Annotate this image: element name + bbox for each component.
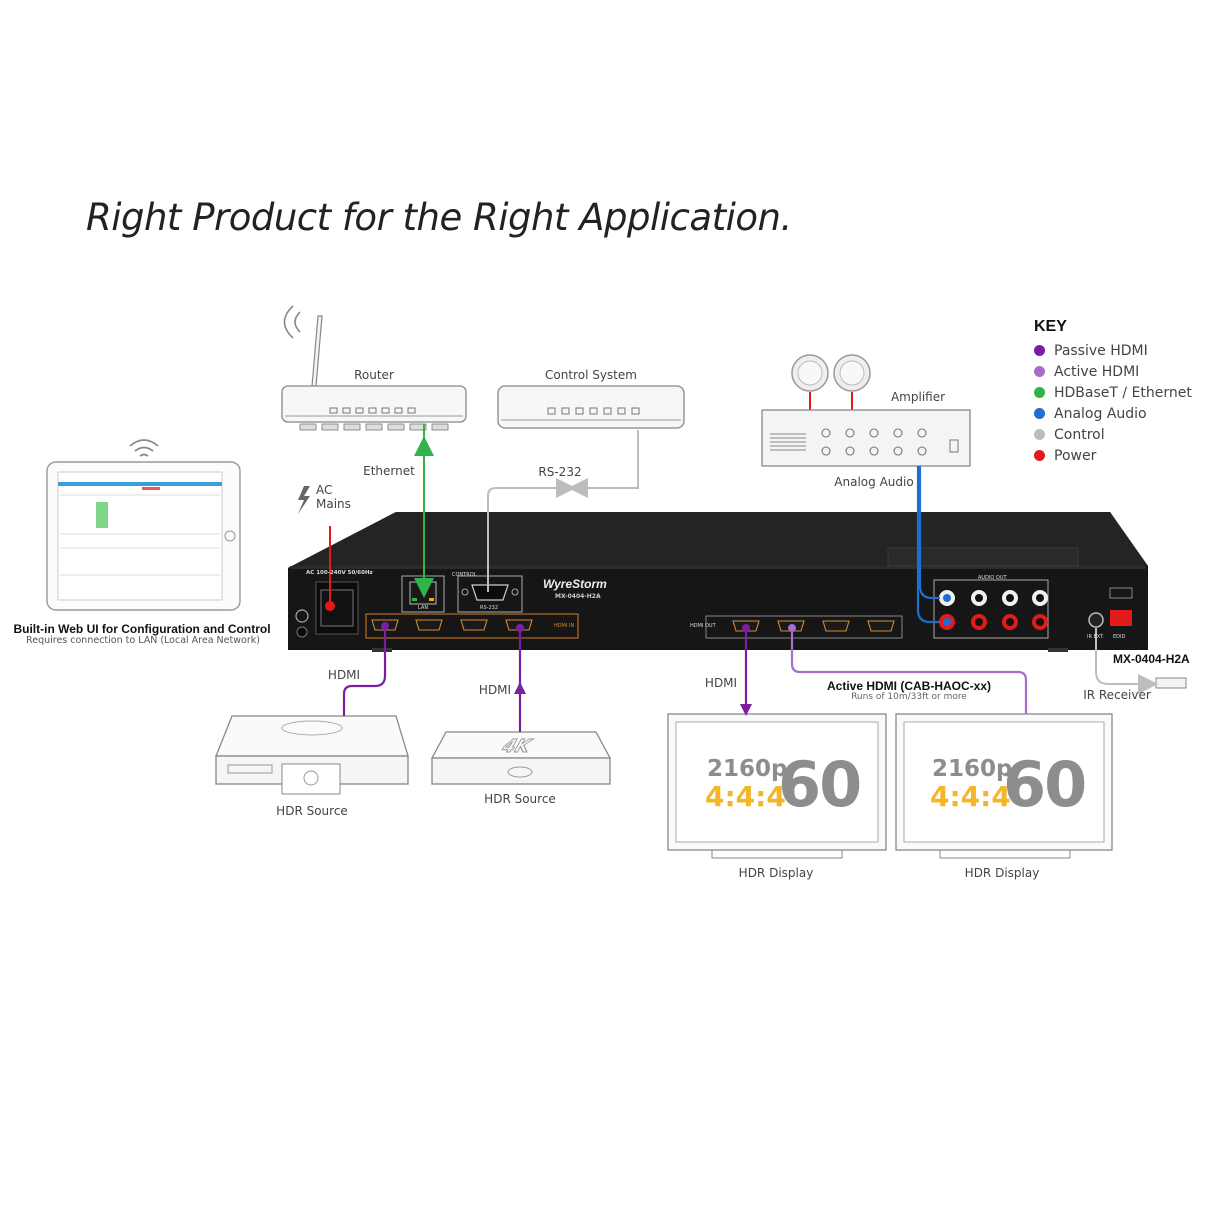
- wifi-icon: [129, 439, 159, 457]
- hdmi-in-2-label: HDMI: [478, 683, 512, 697]
- hdr-source-1-device: [215, 715, 409, 795]
- display-2-framerate: 60: [1003, 748, 1087, 821]
- key-heading: KEY: [1034, 318, 1067, 335]
- hdr-display-1-label: HDR Display: [738, 866, 814, 880]
- display-1-chroma: 4:4:4: [705, 780, 786, 813]
- control-system-label: Control System: [545, 368, 637, 382]
- hdmi-out-label: HDMI: [704, 676, 738, 690]
- active-hdmi-cable: [790, 628, 1028, 714]
- key-item-active-hdmi: Active HDMI: [1034, 364, 1139, 380]
- display-2-chroma: 4:4:4: [930, 780, 1011, 813]
- display-1-framerate: 60: [778, 748, 862, 821]
- control-print: CONTROL: [452, 572, 477, 578]
- key-dot-icon: [1034, 408, 1045, 419]
- hdr-source-1-label: HDR Source: [276, 804, 348, 818]
- power-print: AC 100-240V 50/60Hz: [306, 570, 373, 576]
- ac-mains-label-2: Mains: [316, 497, 351, 511]
- analog-audio-cable: [918, 466, 940, 600]
- ir-receiver-label: IR Receiver: [1083, 688, 1151, 702]
- key-item-analog-audio: Analog Audio: [1034, 406, 1147, 422]
- key-item-label: Control: [1054, 427, 1105, 443]
- key-dot-icon: [1034, 345, 1045, 356]
- wifi-icon: [283, 305, 301, 339]
- ir-print: IR EXT.: [1087, 634, 1105, 640]
- display-2-resolution: 2160p: [932, 756, 1013, 782]
- page-title: Right Product for the Right Application.: [86, 196, 792, 239]
- ir-cable: [1095, 628, 1158, 694]
- key-item-control: Control: [1034, 427, 1105, 443]
- key-item-power: Power: [1034, 448, 1096, 464]
- web-ui-caption: Built-in Web UI for Configuration and Co…: [13, 622, 271, 636]
- hdmi-out-print: HDMI OUT: [690, 623, 716, 629]
- rs232-label: RS-232: [538, 465, 582, 479]
- key-item-hdbaset: HDBaseT / Ethernet: [1034, 385, 1192, 401]
- svg-text:4K: 4K: [499, 737, 535, 757]
- amplifier-label: Amplifier: [890, 390, 946, 404]
- lan-print: LAN: [418, 605, 429, 611]
- web-ui-subcaption: Requires connection to LAN (Local Area N…: [26, 635, 260, 646]
- edid-print: EDID: [1113, 634, 1126, 640]
- analog-audio-label: Analog Audio: [834, 475, 914, 489]
- amplifier-device: [761, 354, 971, 467]
- ac-mains-label-1: AC: [316, 483, 333, 497]
- ethernet-label: Ethernet: [363, 464, 415, 478]
- rs232-print: RS-232: [480, 605, 498, 611]
- key-item-label: Power: [1054, 448, 1097, 464]
- hdr-display-2-label: HDR Display: [964, 866, 1040, 880]
- lightning-icon: [298, 486, 310, 514]
- router-label: Router: [354, 368, 394, 382]
- key-item-label: Passive HDMI: [1054, 343, 1148, 359]
- control-system-device: [497, 385, 685, 429]
- router-device: [281, 305, 467, 431]
- key-item-label: HDBaseT / Ethernet: [1054, 385, 1192, 401]
- hdr-display-1-device: [667, 713, 887, 859]
- matrix-model-print: MX-0404-H2A: [555, 593, 601, 600]
- key-dot-icon: [1034, 450, 1045, 461]
- key-item-label: Active HDMI: [1054, 364, 1140, 380]
- hdmi-in-1-cable: [342, 626, 387, 716]
- brand-logo: WyreStorm: [543, 577, 607, 591]
- tablet-device: [46, 439, 241, 611]
- hdr-source-2-label: HDR Source: [484, 792, 556, 806]
- hdr-display-2-device: [895, 713, 1113, 859]
- matrix-switcher: [288, 512, 1148, 652]
- key-dot-icon: [1034, 366, 1045, 377]
- key-item-passive-hdmi: Passive HDMI: [1034, 343, 1148, 359]
- hdmi-in-print: HDMI IN: [554, 623, 575, 629]
- active-hdmi-label: Active HDMI (CAB-HAOC-xx): [826, 679, 992, 693]
- ir-receiver-device: [1155, 677, 1187, 689]
- display-1-resolution: 2160p: [707, 756, 788, 782]
- model-callout: MX-0404-H2A: [1113, 652, 1190, 666]
- hdmi-in-1-label: HDMI: [327, 668, 361, 682]
- key-item-label: Analog Audio: [1054, 406, 1147, 422]
- key-dot-icon: [1034, 387, 1045, 398]
- rs232-cable: [568, 430, 639, 498]
- key-dot-icon: [1034, 429, 1045, 440]
- hdr-source-2-device: 4K: [430, 731, 612, 785]
- audio-out-print: AUDIO OUT: [978, 575, 1007, 581]
- active-hdmi-note: Runs of 10m/33ft or more: [851, 692, 967, 702]
